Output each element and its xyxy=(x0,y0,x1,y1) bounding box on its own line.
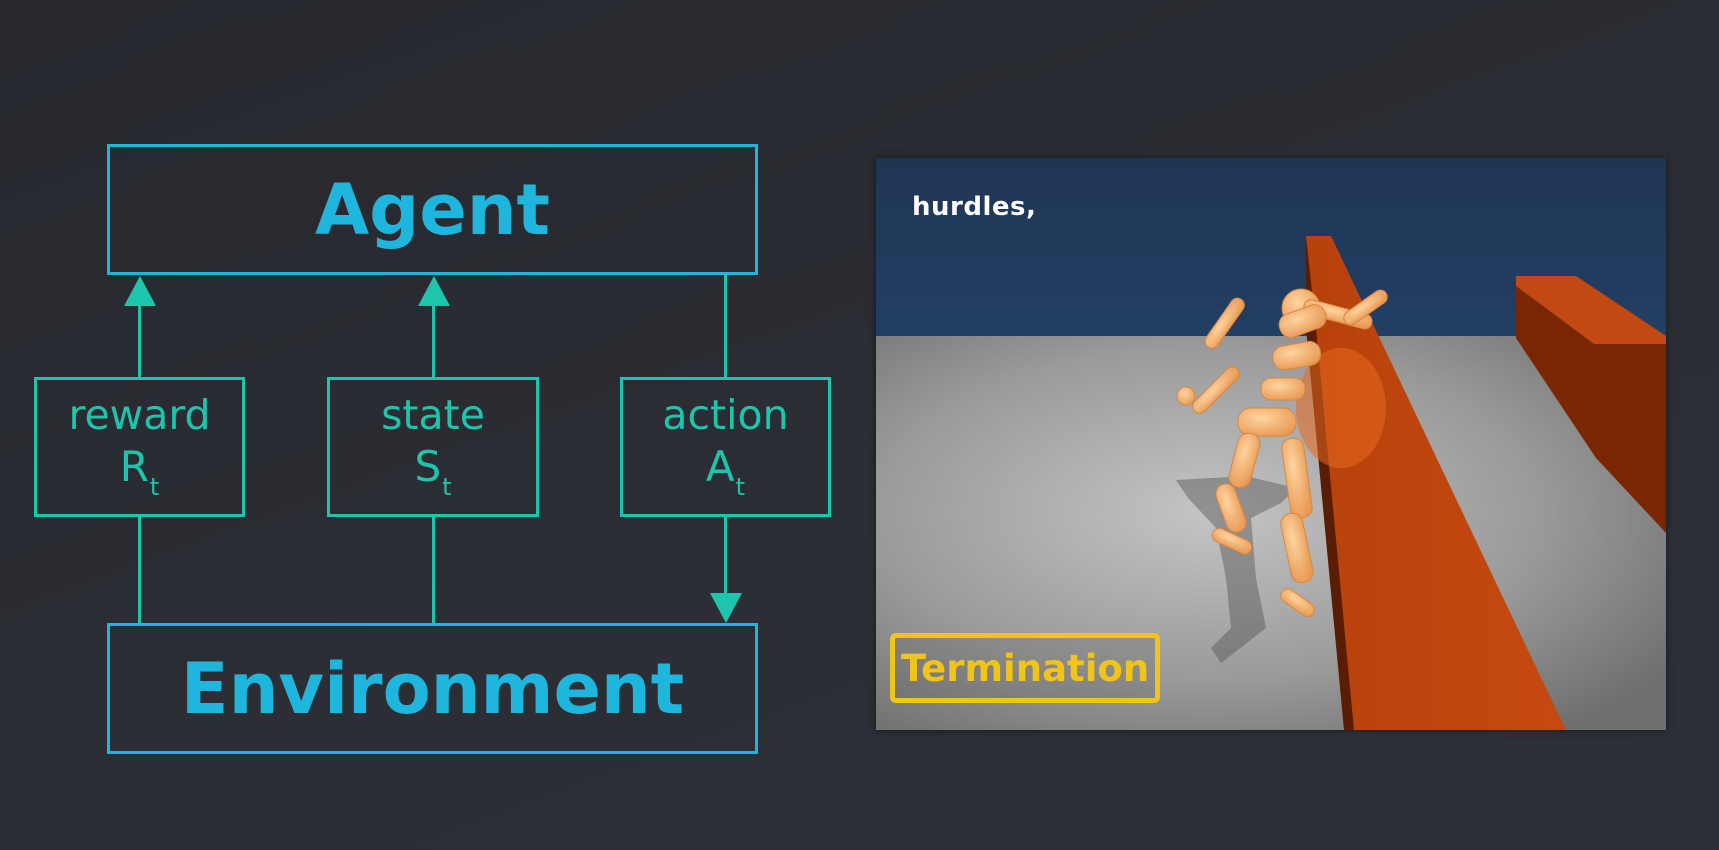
state-label: state xyxy=(381,391,485,439)
environment-box: Environment xyxy=(107,623,758,754)
reward-label: reward xyxy=(68,391,211,439)
state-line-bottom xyxy=(432,517,435,623)
state-symbol: St xyxy=(414,442,452,501)
action-label: action xyxy=(662,391,789,439)
state-arrow-icon xyxy=(418,276,450,306)
state-line-top xyxy=(432,300,435,377)
video-caption: hurdles, xyxy=(912,192,1037,222)
hurdle-highlight xyxy=(1296,348,1386,468)
state-box: state St xyxy=(327,377,539,517)
action-line-bottom xyxy=(724,517,727,595)
action-arrow-icon xyxy=(710,593,742,623)
near-hurdle-top xyxy=(1306,236,1566,730)
reward-line-top xyxy=(138,300,141,377)
action-symbol: At xyxy=(705,442,746,501)
termination-highlight-box: Termination xyxy=(890,633,1160,703)
humanoid-character xyxy=(1176,288,1388,618)
agent-box: Agent xyxy=(107,144,758,275)
agent-label: Agent xyxy=(314,168,551,251)
action-box: action At xyxy=(620,377,831,517)
reward-box: reward Rt xyxy=(34,377,245,517)
reward-symbol: Rt xyxy=(119,442,160,501)
character-shadow xyxy=(1176,476,1296,663)
action-line-top xyxy=(724,275,727,377)
far-hurdle-side xyxy=(1516,286,1666,533)
environment-label: Environment xyxy=(180,647,685,730)
far-hurdle-top xyxy=(1516,276,1666,344)
simulation-video-frame: hurdles, Termination xyxy=(876,158,1666,730)
simulation-scene xyxy=(876,158,1666,730)
reward-line-bottom xyxy=(138,517,141,623)
termination-label: Termination xyxy=(900,646,1150,690)
reward-arrow-icon xyxy=(124,276,156,306)
